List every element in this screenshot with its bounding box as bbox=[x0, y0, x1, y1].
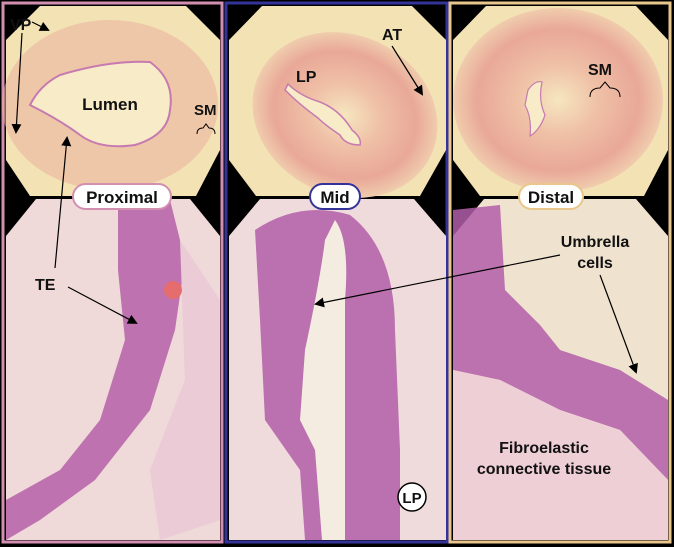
pill-proximal bbox=[72, 183, 172, 210]
label-at: AT bbox=[382, 27, 402, 44]
arrow-te-1 bbox=[54, 136, 72, 269]
epithelium bbox=[453, 205, 668, 480]
label-sm-proximal: SM bbox=[194, 102, 217, 119]
label-te: TE bbox=[35, 277, 56, 294]
brace-sm-distal bbox=[589, 81, 621, 98]
label-lp-bottom: LP bbox=[402, 490, 421, 507]
panel-border bbox=[1, 1, 224, 544]
pill-distal bbox=[518, 183, 584, 210]
panel-mid: AT LP LP Mid bbox=[224, 1, 449, 544]
arrow-te-2 bbox=[67, 286, 138, 324]
lp-circle bbox=[397, 482, 427, 512]
epithelium bbox=[6, 200, 185, 540]
brace-sm-proximal bbox=[196, 123, 216, 135]
label-umbrella-1: Umbrella bbox=[561, 234, 630, 251]
label-sm-distal: SM bbox=[588, 62, 612, 79]
panel-border bbox=[448, 1, 672, 544]
panel-border bbox=[224, 1, 449, 544]
vessel bbox=[164, 281, 182, 299]
stroma bbox=[150, 240, 220, 540]
panel-proximal: VP Lumen SM TE Proximal bbox=[1, 1, 224, 544]
label-umbrella-2: cells bbox=[577, 255, 613, 272]
lumen-shape bbox=[524, 81, 546, 138]
arrow-at bbox=[391, 45, 424, 96]
pill-label-proximal: Proximal bbox=[86, 188, 158, 207]
arrow-vp-1 bbox=[31, 21, 50, 31]
muscle-layer bbox=[252, 32, 438, 198]
stroma bbox=[453, 370, 668, 540]
muscle-layer bbox=[453, 8, 663, 192]
lumen-shape bbox=[28, 60, 172, 148]
label-fibroelastic-2: connective tissue bbox=[477, 461, 611, 478]
label-fibroelastic-1: Fibroelastic bbox=[499, 440, 589, 457]
arrow-umbrella-mid bbox=[314, 254, 561, 308]
arrow-umbrella-distal bbox=[599, 274, 638, 374]
lumen-shape bbox=[284, 82, 362, 146]
label-lumen: Lumen bbox=[82, 95, 138, 114]
arrow-vp-2 bbox=[11, 32, 23, 134]
pill-label-mid: Mid bbox=[320, 188, 349, 207]
pill-mid bbox=[309, 183, 361, 210]
label-vp: VP bbox=[10, 17, 32, 34]
panel-distal: SM Umbrella cells Fibroelastic connectiv… bbox=[314, 1, 672, 544]
pill-label-distal: Distal bbox=[528, 188, 574, 207]
label-lp-top: LP bbox=[296, 69, 317, 86]
